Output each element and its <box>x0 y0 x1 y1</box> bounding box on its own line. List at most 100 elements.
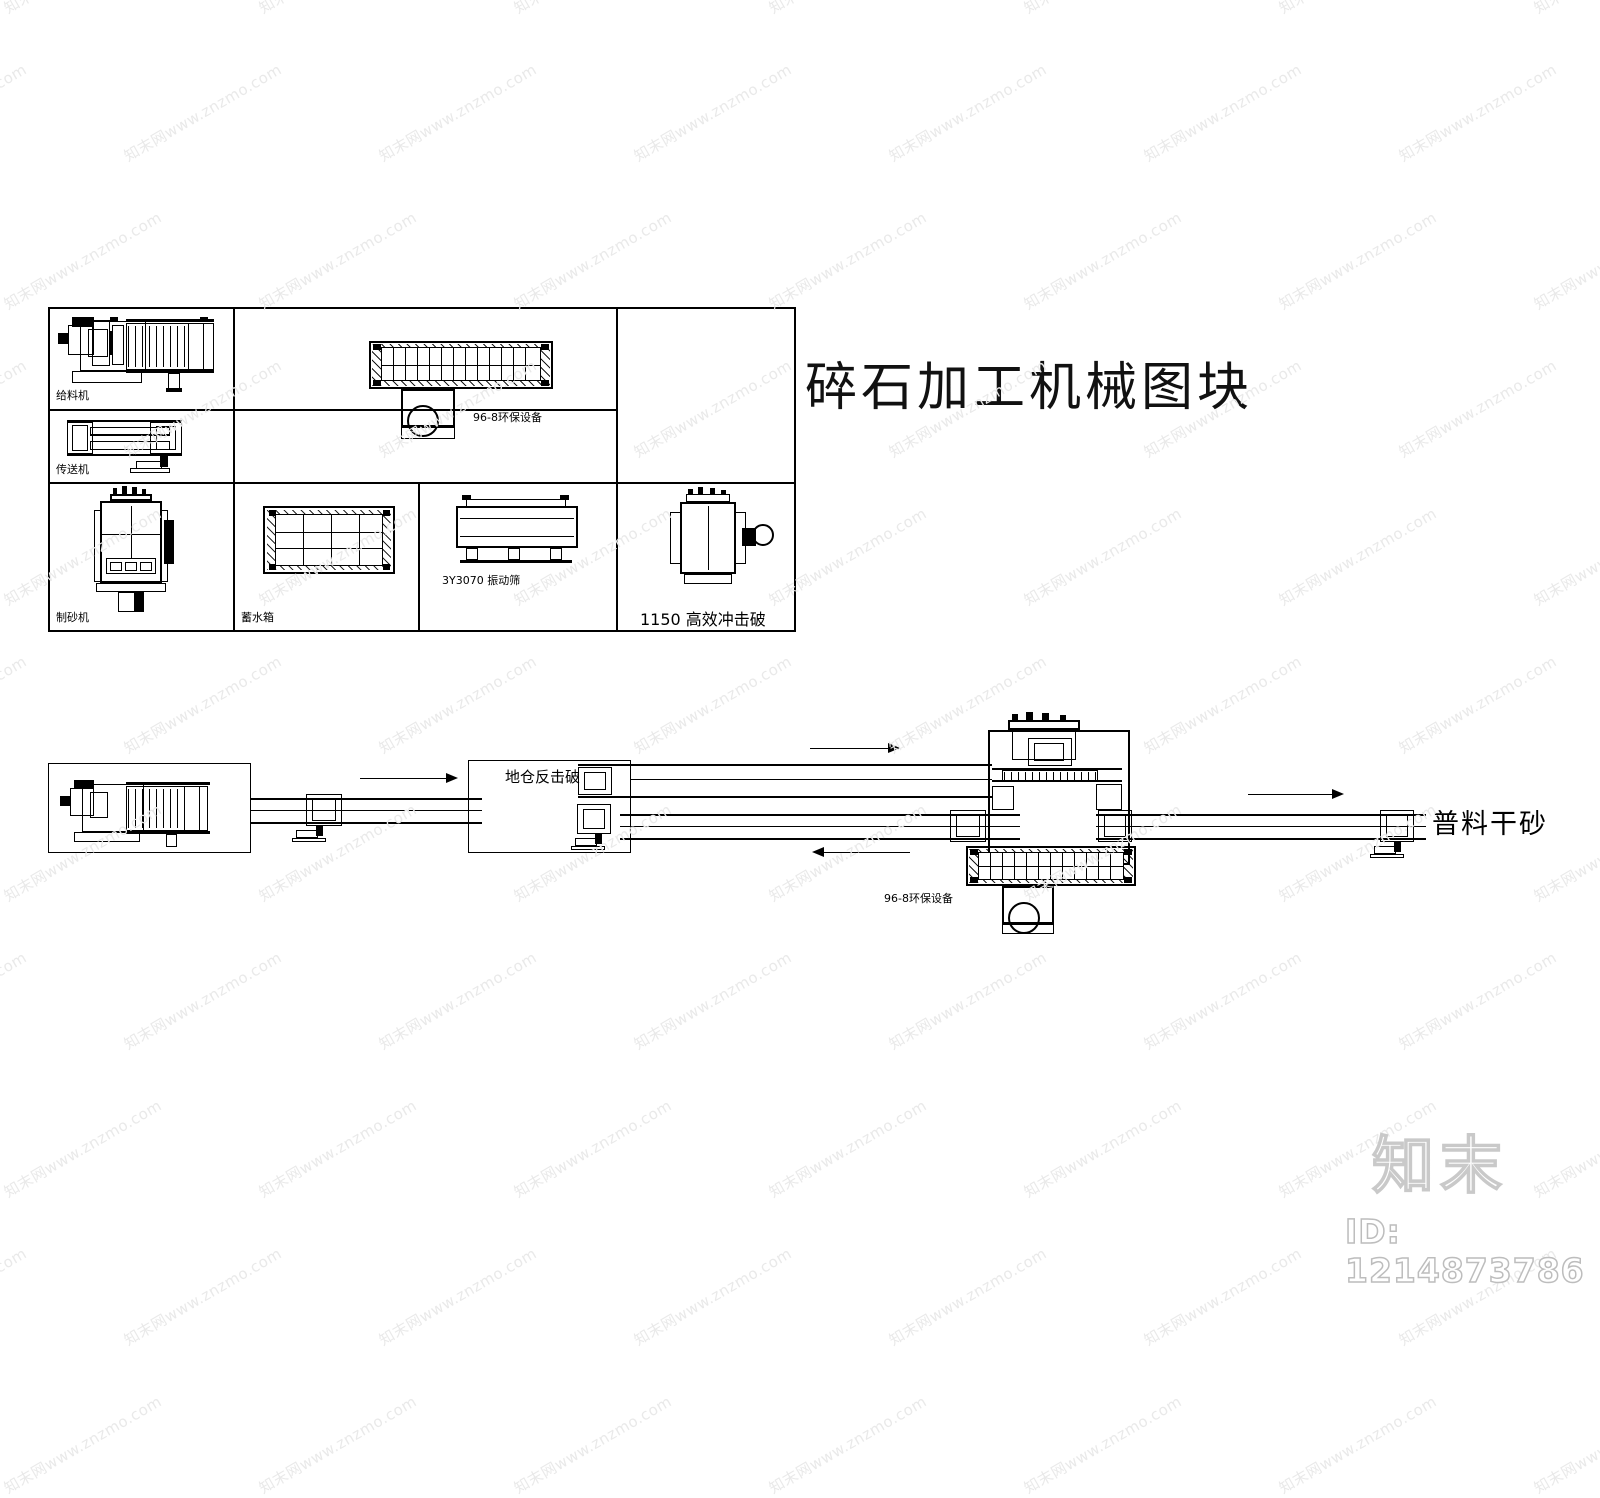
flow-belt-4-tail-frame <box>1380 810 1414 842</box>
envequip-cell-8 <box>477 347 478 381</box>
sandmaker-port-3 <box>140 562 152 571</box>
sandmaker-port-1 <box>110 562 122 571</box>
conveyor-belt-span <box>90 435 170 436</box>
flow-belt-3-arrow-head <box>812 847 824 857</box>
envequip-deck-mid <box>381 365 541 366</box>
watertank-inner-frame <box>275 514 383 566</box>
sandmaker-outlet-fill <box>134 592 144 612</box>
watermark-text: 知末网www.znzmo.com <box>121 1244 285 1350</box>
flow-bin-lower-frame <box>577 804 611 834</box>
flow-feeder-top-rail <box>126 782 210 785</box>
flow-belt-1-arrow-head <box>446 773 458 783</box>
flow-feeder-trough <box>126 786 200 831</box>
feeder-inner-b <box>112 325 124 365</box>
catalog-caption-feeder: 给料机 <box>56 389 89 402</box>
flow-envequip-corner-tl <box>970 849 978 855</box>
watertank-rib-h1 <box>275 532 383 533</box>
watertank-corner-br <box>383 564 390 570</box>
watermark-text: 知末网www.znzmo.com <box>765 0 930 18</box>
watermark-text: 知末网www.znzmo.com <box>1021 208 1185 314</box>
flow-belt-2-bot <box>630 796 992 798</box>
flow-belt-2 <box>630 743 992 808</box>
flow-belt-4 <box>1096 789 1426 858</box>
flow-tower-drum <box>1034 743 1064 761</box>
drawing-id: ID: 1214873786 <box>1344 1211 1585 1291</box>
sandmaker-inspect-panel <box>106 558 156 574</box>
flow-tower-top-cap <box>1008 720 1080 730</box>
feeder-foot-base <box>166 388 182 392</box>
catalog-divider-v1 <box>233 309 235 482</box>
watermark-text: 知末网www.znzmo.com <box>1275 0 1440 18</box>
flow-belt-2-arrow-head <box>888 743 900 753</box>
watermark-text: 知末网www.znzmo.com <box>1020 0 1185 18</box>
watermark-text: 知末网www.znzmo.com <box>1531 208 1600 314</box>
envequip-corner-tl <box>373 344 381 350</box>
sandmaker-base <box>96 583 166 592</box>
sandmaker-top-stud-2 <box>122 486 127 495</box>
watertank-rib-v3 <box>359 514 360 566</box>
watermark-text: 知末网www.znzmo.com <box>766 1392 930 1498</box>
flow-feeder-foot <box>166 834 177 847</box>
feeder-tab-left <box>110 317 118 322</box>
flow-belt-3 <box>620 808 1020 857</box>
flow-bin-lower-base <box>571 846 605 850</box>
conveyor-rail-bottom <box>67 454 182 456</box>
flow-tower-discharge <box>1096 784 1122 810</box>
envequip-cell-5 <box>441 347 442 381</box>
conveyor-tail-frame <box>150 422 182 454</box>
flow-belt-4-base <box>1370 854 1404 858</box>
flow-bin-pulley <box>584 772 606 790</box>
watermark-text: 知末网www.znzmo.com <box>1141 60 1305 166</box>
flow-belt-2-mid <box>630 779 992 780</box>
flow-belt-1-motor <box>316 826 323 836</box>
catalog-divider-v2 <box>233 482 235 632</box>
feeder-gearbox <box>92 320 110 366</box>
screen-deck-line2 <box>460 536 574 537</box>
flow-envequip-corner-br <box>1124 877 1132 883</box>
envequip-corner-tr <box>541 344 549 350</box>
catalog-divider-h1 <box>50 409 616 411</box>
flow-belt-1-pulley-frame <box>306 794 342 826</box>
catalog-cell-watertank: 蓄水箱 <box>235 484 418 632</box>
flow-envequip-deck-mid <box>978 866 1124 867</box>
conveyor-belt-lower <box>90 441 170 450</box>
catalog-divider-v3 <box>418 482 420 632</box>
flow-belt-4-head-pulley <box>1104 815 1126 837</box>
watermark-text: 知末网www.znzmo.com <box>511 1096 675 1202</box>
envequip-cell-3 <box>417 347 418 381</box>
flow-envequip-corner-bl <box>970 877 978 883</box>
envequip-drum-mount <box>401 427 455 439</box>
conveyor-head-pulley <box>72 425 88 451</box>
watertank-corner-tr <box>383 510 390 516</box>
flow-belt-4-bot <box>1096 838 1426 840</box>
catalog-divider-h2 <box>50 482 794 484</box>
flow-belt-2-top <box>630 764 992 766</box>
flow-tower-stud-1 <box>1012 714 1018 721</box>
watermark-text: 知末网www.znzmo.com <box>631 60 795 166</box>
impactor-stud-3 <box>710 488 715 495</box>
watertank-rib-v1 <box>303 514 304 566</box>
flow-feeder-frame <box>48 763 251 853</box>
sandmaker-top-cap <box>110 494 152 501</box>
flow-tower-stud-2 <box>1026 712 1033 721</box>
envequip-cell-11 <box>513 347 514 381</box>
watermark-text: 知末网www.znzmo.com <box>1021 1096 1185 1202</box>
flow-tower-body <box>1012 730 1076 760</box>
flow-envequip-corner-tr <box>1124 849 1132 855</box>
flow-belt-3-top <box>620 814 1020 816</box>
impactor-pulley <box>752 524 774 546</box>
watermark-text: 知末网www.znzmo.com <box>1531 1096 1600 1202</box>
flow-belt-4-head-frame <box>1098 810 1132 842</box>
watertank-corner-tl <box>269 510 276 516</box>
flow-belt-1-pulley <box>312 799 336 821</box>
sandmaker-port-2 <box>125 562 137 571</box>
flow-envequip-unit: 96-8环保设备 <box>884 842 1150 962</box>
conveyor-motor-block <box>160 455 168 467</box>
feeder-motor-shaft <box>58 333 69 344</box>
feeder-trough-ribs <box>128 326 188 367</box>
envequip-cell-7 <box>465 347 466 381</box>
watermark-text: 知末网www.znzmo.com <box>1 208 165 314</box>
feeder-inner-a <box>88 329 108 357</box>
flow-feeder-motor-shaft <box>60 796 70 806</box>
flow-belt-4-drive <box>1374 846 1396 854</box>
